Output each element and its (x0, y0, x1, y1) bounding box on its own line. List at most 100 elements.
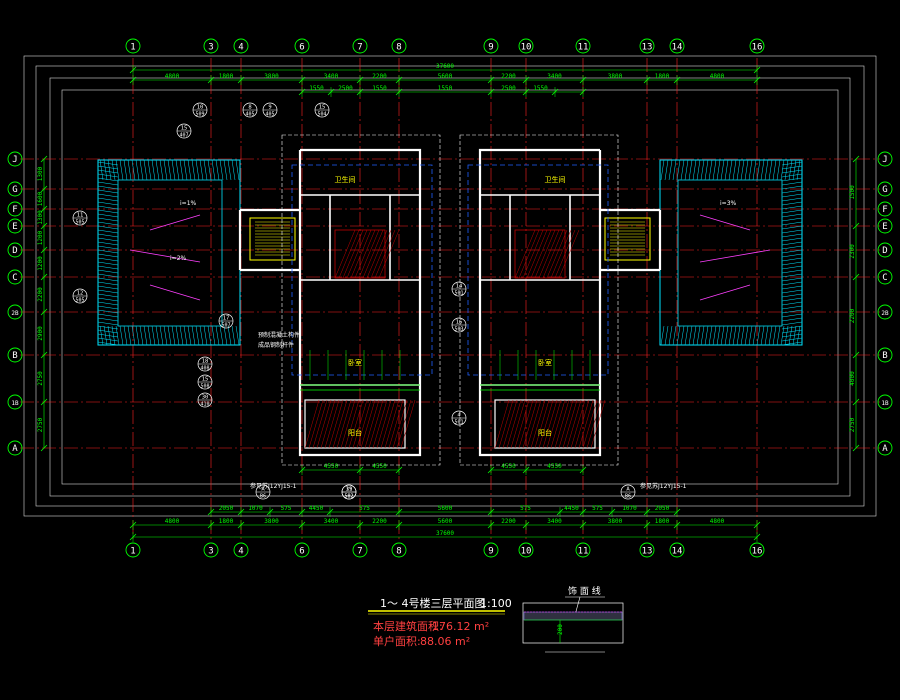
room-label-balcony-left: 阳台 (348, 428, 362, 437)
axis-bubble-row-E (7, 218, 23, 234)
roof-hatch (781, 241, 803, 246)
roof-hatch (97, 237, 119, 242)
hatch-line (340, 399, 356, 449)
axis-label-col-11: 11 (578, 43, 589, 53)
roof-hatch (111, 159, 116, 181)
axis-bubble-row-G (7, 181, 23, 197)
note-text: 参见苏J12YJ15-1 (640, 482, 687, 490)
roof-hatch (171, 159, 176, 181)
hatch-line (354, 229, 376, 279)
roof-hatch (692, 159, 697, 181)
dim-bottom2-label: 2200 (501, 518, 516, 525)
roof-hatch (97, 257, 119, 262)
roof-hatch (784, 159, 789, 181)
roof-hatch (97, 317, 119, 322)
roof-hatch (736, 325, 741, 346)
room-label-bath-left: 卫生间 (335, 175, 356, 184)
axis-label-col-13: 13 (642, 547, 653, 557)
axis-label-row-J: J (12, 155, 17, 165)
roof-hatch (781, 205, 803, 210)
roof-hatch (163, 325, 168, 346)
hatch-line (328, 399, 344, 449)
hatch-line (316, 399, 332, 449)
roof-wing-outer-left (97, 159, 241, 346)
axis-bubble-col-7 (352, 38, 368, 54)
axis-label-col-16: 16 (752, 43, 763, 53)
hatch-line (538, 399, 554, 449)
axis-bubble-row-B (877, 347, 893, 363)
hatch-line (358, 229, 380, 279)
hatch-line (350, 229, 372, 279)
hatch-line (546, 399, 562, 449)
stair-left (249, 217, 296, 261)
axis-bubble-row-C (7, 269, 23, 285)
roof-hatch (107, 325, 112, 346)
roof-hatch (115, 159, 120, 181)
axis-bubble-row-D (877, 242, 893, 258)
roof-hatch (97, 333, 119, 338)
axis-bubble-row-A (877, 440, 893, 456)
roof-hatch (668, 325, 673, 346)
roof-hatch (781, 321, 803, 326)
roof-hatch (219, 325, 224, 346)
dim-top-label: 1800 (219, 73, 234, 80)
hatch-line (308, 399, 324, 449)
hatch-line (518, 399, 534, 449)
callout-sheet: 508 (200, 384, 209, 390)
roof-hatch (781, 273, 803, 278)
room-label-bath-right: 卫生间 (545, 175, 566, 184)
roof-hatch (712, 325, 717, 346)
callout-sheet: 504 (317, 112, 326, 118)
roof-hatch (708, 325, 713, 346)
roof-hatch (781, 253, 803, 258)
roof-hatch (139, 325, 144, 346)
dim-right-tick (852, 273, 860, 281)
detail-label: 饰 面 线 (568, 585, 601, 597)
dim-right-label: 4000 (849, 371, 856, 386)
roof-hatch (97, 253, 119, 258)
dim-bottom2-label: 3800 (264, 518, 279, 525)
hatch-line (396, 399, 412, 449)
roof-hatch (199, 159, 204, 181)
roof-hatch (664, 159, 669, 181)
hatch-line (374, 229, 396, 279)
svg-text:200: 200 (557, 624, 564, 635)
roof-hatch (781, 329, 803, 334)
axis-bubble-col-1 (125, 542, 141, 558)
dim-inner-l-label: 4550 (324, 463, 339, 470)
dim-bottom-label: 575 (281, 505, 292, 512)
roof-hatch (732, 325, 737, 346)
building-plan (97, 134, 803, 466)
drawing-title: 1～ 4号楼三层平面图 (380, 596, 486, 610)
roof-hatch (99, 159, 104, 181)
roof-hatch (796, 325, 801, 346)
roof-hatch (231, 159, 236, 181)
hatch-line (338, 229, 360, 279)
axis-label-col-7: 7 (357, 43, 362, 53)
roof-hatch (781, 225, 803, 230)
axis-label-row-E: E (12, 222, 17, 232)
dim-left-tick (40, 444, 48, 452)
hatch-line (312, 399, 328, 449)
dim-left-label: 1300 (37, 166, 44, 181)
dim-top-label: 3400 (324, 73, 339, 80)
roof-hatch (740, 325, 745, 346)
finish-detail: 饰 面 线 200 (522, 585, 624, 653)
roof-hatch (781, 233, 803, 238)
roof-hatch (781, 293, 803, 298)
axis-label-col-1: 1 (130, 547, 135, 557)
dim-right-tick (852, 222, 860, 230)
axis-label-col-16: 16 (752, 547, 763, 557)
hatch-line (514, 229, 536, 279)
axis-bubble-col-16 (749, 38, 765, 54)
hatch-line (352, 399, 368, 449)
dim-bottom-label: 1070 (248, 505, 263, 512)
hatch-line (362, 229, 384, 279)
hatch-line (494, 399, 510, 449)
roof-hatch (97, 337, 119, 342)
roof-hatch (97, 313, 119, 318)
dim-left-tick (40, 222, 48, 230)
axis-label-row-E: E (882, 222, 887, 232)
